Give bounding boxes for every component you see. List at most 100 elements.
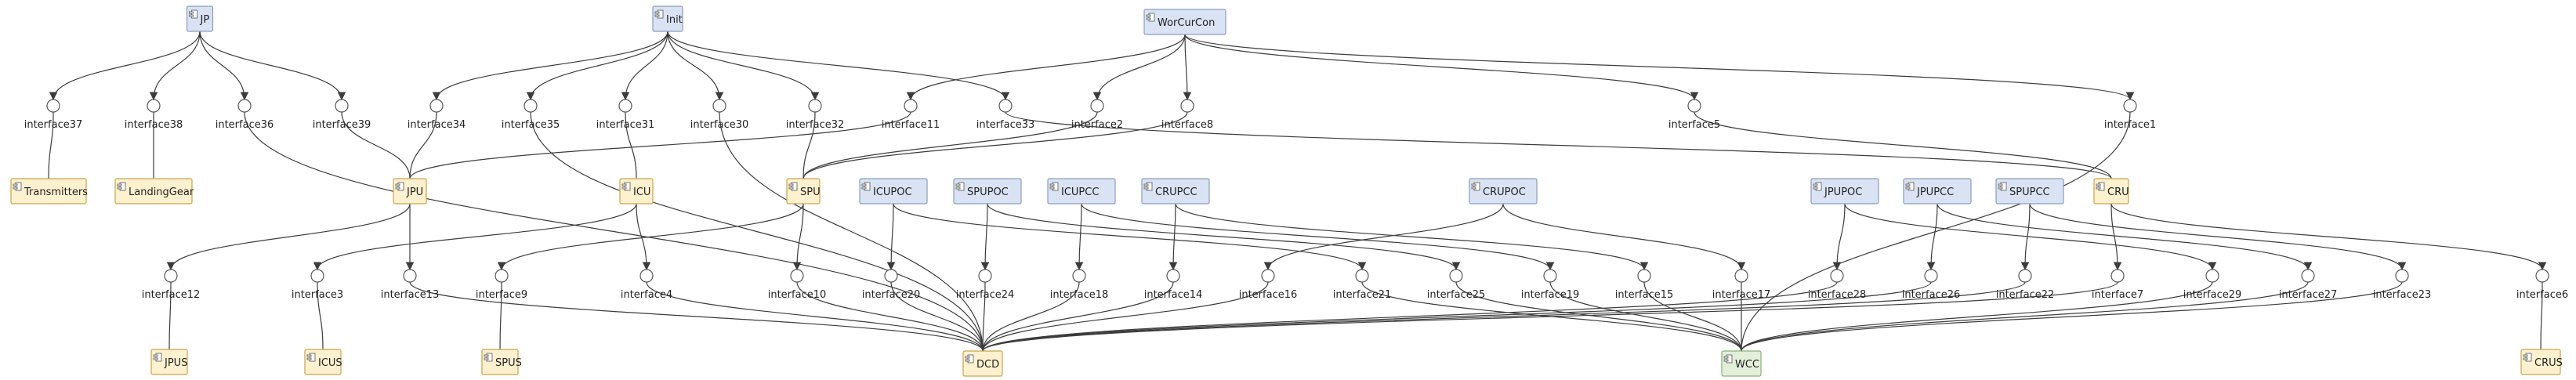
interface-label: interface15: [1615, 289, 1674, 301]
interface-i7: interface7: [2092, 269, 2143, 301]
interface-label: interface11: [882, 119, 940, 131]
component-label: JPUPCC: [1916, 186, 1954, 198]
interface-lollipop-icon: [237, 99, 252, 113]
component-spupoc[interactable]: SPUPOC: [953, 178, 1022, 204]
dependency-arrow: [792, 203, 804, 271]
component-icon: [1049, 182, 1059, 191]
interface-label: interface3: [292, 289, 343, 301]
interface-label: interface1: [2104, 119, 2156, 131]
interface-lollipop-icon: [147, 99, 161, 113]
dependency-arrow: [667, 31, 1010, 101]
component-icon: [1723, 354, 1733, 364]
component-dcd[interactable]: DCD: [962, 350, 1003, 377]
dependency-arrow: [166, 203, 411, 271]
interface-lollipop-icon: [1072, 269, 1086, 283]
component-icupoc[interactable]: ICUPOC: [859, 178, 928, 204]
interface-i31: interface31: [596, 99, 654, 131]
component-spu[interactable]: SPU: [786, 178, 821, 204]
interface-label: interface17: [1712, 289, 1771, 301]
interface-i29: interface29: [2183, 269, 2242, 301]
interface-i1: interface1: [2104, 99, 2156, 131]
interface-i38: interface38: [125, 99, 183, 131]
edges-layer: [48, 31, 2547, 352]
component-transmitters[interactable]: Transmitters: [10, 178, 88, 204]
component-label: CRUPOC: [1483, 186, 1526, 198]
component-init[interactable]: Init: [652, 5, 683, 32]
interface-i37: interface37: [24, 99, 83, 131]
interface-label: interface16: [1239, 289, 1298, 301]
interface-link: [1741, 111, 2131, 352]
interface-i10: interface10: [768, 269, 826, 301]
component-cru[interactable]: CRU: [2093, 178, 2129, 204]
interface-label: interface12: [142, 289, 201, 301]
interface-label: interface39: [313, 119, 371, 131]
interface-lollipop-icon: [884, 269, 898, 283]
interface-link: [1455, 281, 1742, 352]
interface-link: [1694, 111, 2112, 179]
component-label: CRUPCC: [1155, 186, 1197, 198]
interface-i18: interface18: [1050, 269, 1108, 301]
component-icon: [13, 182, 22, 191]
component-icon: [2523, 353, 2532, 362]
interface-label: interface20: [862, 289, 921, 301]
component-icon: [1471, 182, 1480, 191]
interface-i5: interface5: [1668, 99, 1720, 131]
dependency-arrow: [432, 31, 668, 101]
component-box: [1143, 9, 1226, 35]
interface-lollipop-icon: [1543, 269, 1557, 283]
component-jpu[interactable]: JPU: [393, 178, 427, 204]
component-label: WCC: [1735, 359, 1759, 371]
component-worcurcon[interactable]: WorCurCon: [1143, 9, 1226, 35]
component-icon: [1146, 13, 1155, 22]
interface-i26: interface26: [1902, 269, 1960, 301]
interface-link: [982, 281, 1174, 352]
component-wcc[interactable]: WCC: [1721, 350, 1762, 377]
component-jpupcc[interactable]: JPUPCC: [1903, 178, 1972, 204]
interface-label: interface35: [502, 119, 560, 131]
interface-label: interface29: [2183, 289, 2242, 301]
interface-lollipop-icon: [403, 269, 417, 283]
component-jpus[interactable]: JPUS: [150, 349, 188, 375]
interface-i34: interface34: [408, 99, 466, 131]
component-crupoc[interactable]: CRUPOC: [1469, 178, 1538, 204]
component-spus[interactable]: SPUS: [481, 349, 522, 375]
interface-label: interface5: [1668, 119, 1720, 131]
interface-lollipop-icon: [1355, 269, 1369, 283]
component-jp[interactable]: JP: [186, 5, 214, 32]
interface-label: interface6: [2516, 289, 2568, 301]
component-label: SPU: [800, 186, 821, 198]
component-spupcc[interactable]: SPUPCC: [1995, 178, 2064, 204]
component-box: [1810, 178, 1879, 204]
component-jpupoc[interactable]: JPUPOC: [1810, 178, 1879, 204]
interface-label: interface37: [24, 119, 83, 131]
dependency-arrow: [667, 31, 724, 101]
interface-lollipop-icon: [790, 269, 804, 283]
interface-link: [625, 111, 637, 179]
dependency-arrow: [313, 203, 637, 271]
component-crupcc[interactable]: CRUPCC: [1141, 178, 1210, 204]
component-icupcc[interactable]: ICUPCC: [1047, 178, 1116, 204]
dependency-arrow: [526, 31, 668, 101]
interface-link: [1549, 281, 1742, 352]
component-landinggear[interactable]: LandingGear: [114, 178, 194, 204]
interface-lollipop-icon: [1180, 99, 1194, 113]
interface-link: [1741, 281, 2309, 352]
component-icon: [2096, 182, 2105, 191]
component-crus[interactable]: CRUS: [2520, 349, 2563, 375]
dependency-arrow: [667, 31, 820, 101]
dependency-arrow: [2110, 203, 2122, 271]
interface-i30: interface30: [690, 99, 748, 131]
component-icu[interactable]: ICU: [619, 178, 654, 204]
component-box: [859, 178, 928, 204]
component-icon: [1905, 182, 1915, 191]
component-icus[interactable]: ICUS: [304, 349, 342, 375]
interface-link: [1741, 281, 2213, 352]
component-label: Transmitters: [24, 186, 88, 198]
interface-lollipop-icon: [2205, 269, 2219, 283]
interface-i16: interface16: [1239, 269, 1298, 301]
component-box: [114, 178, 193, 204]
interface-label: interface34: [408, 119, 466, 131]
interface-link: [2540, 281, 2543, 350]
interface-lollipop-icon: [1449, 269, 1463, 283]
